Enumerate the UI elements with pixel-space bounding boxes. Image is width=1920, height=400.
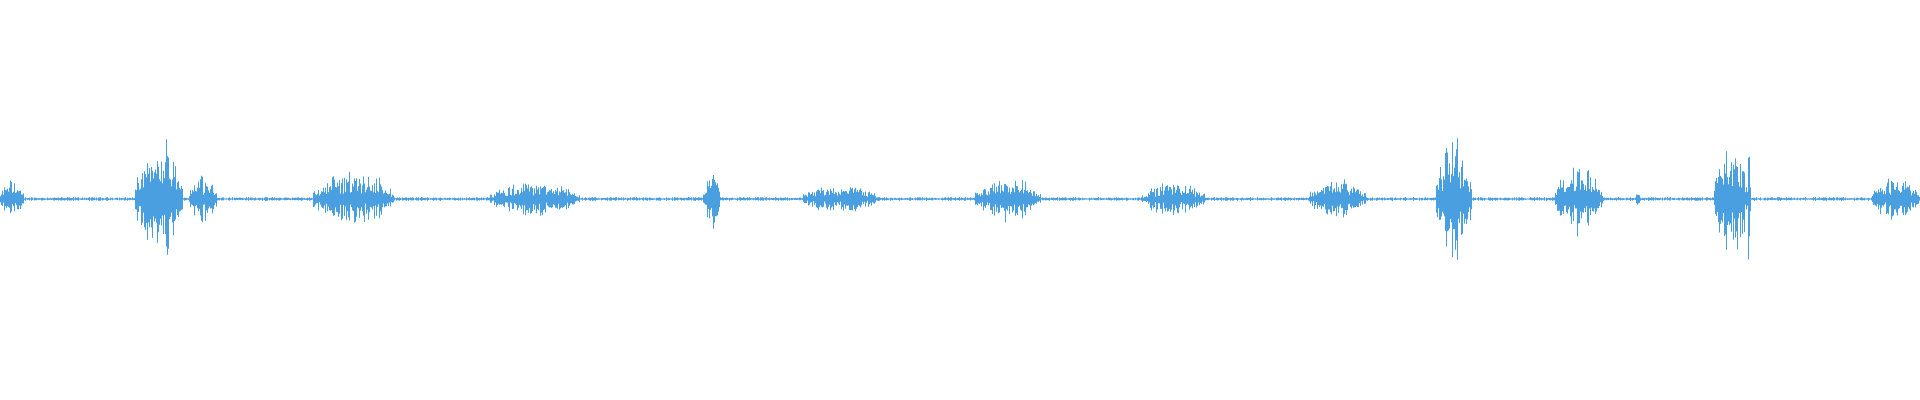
waveform-amplitude (0, 138, 1920, 260)
